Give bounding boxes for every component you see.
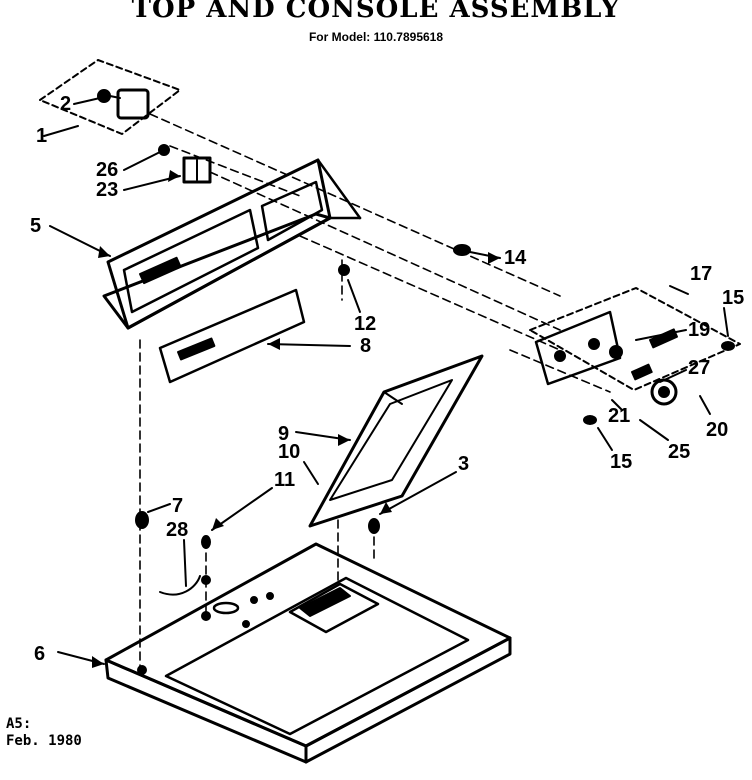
callout-10: 10 [278, 441, 300, 463]
callout-19: 19 [688, 319, 710, 341]
part-28-clip [201, 575, 211, 585]
part-26-screw [158, 144, 170, 156]
callout-1: 1 [36, 125, 47, 147]
part-7-plug [135, 511, 149, 529]
callout-8: 8 [360, 335, 371, 357]
model-line: For Model: 110.7895618 [308, 30, 444, 44]
page-title: TOP AND CONSOLE ASSEMBLY [131, 0, 621, 24]
part-15-screw-right [721, 341, 735, 351]
callout-9: 9 [278, 423, 289, 445]
part-17-assembly [529, 287, 741, 406]
part-28-spring [159, 575, 201, 596]
callout-15a: 15 [722, 287, 744, 309]
callout-2: 2 [60, 93, 71, 115]
part-1-switch [116, 88, 150, 120]
callout-28: 28 [166, 519, 188, 541]
part-23-group [158, 144, 212, 184]
part-2-screw [97, 89, 111, 103]
callout-17: 17 [690, 263, 712, 285]
callout-26: 26 [96, 159, 118, 181]
callout-7: 7 [172, 495, 183, 517]
part-2-shaft [109, 95, 121, 99]
callout-15b: 15 [610, 451, 632, 473]
part-23-bracket [182, 156, 212, 184]
callout-14: 14 [504, 247, 527, 269]
part-8-panel [158, 288, 306, 384]
callout-21: 21 [608, 405, 630, 427]
callout-11: 11 [274, 469, 295, 491]
part-15-screw-left [583, 415, 597, 425]
callout-labels: 1 2 26 23 5 14 12 8 17 15 19 27 20 21 25… [30, 93, 744, 665]
assembly-guide-lines [139, 113, 611, 671]
part-9-door [308, 354, 484, 528]
part-11-plug [201, 535, 211, 549]
footer-code: A5: [6, 716, 32, 732]
part-1-dashed-box [39, 59, 181, 135]
callout-25: 25 [668, 441, 690, 463]
footer-date: Feb. 1980 [6, 733, 82, 749]
callout-23: 23 [96, 179, 118, 201]
part-3-plug [368, 518, 380, 534]
part-5-console [102, 158, 362, 330]
callout-20: 20 [706, 419, 728, 441]
part-12-clip [338, 264, 350, 276]
callout-5: 5 [30, 215, 41, 237]
callout-6: 6 [34, 643, 45, 665]
footer-block: A5: Feb. 1980 [6, 716, 82, 750]
leader-arrowheads [92, 170, 500, 668]
callout-3: 3 [458, 453, 469, 475]
callout-27: 27 [688, 357, 710, 379]
part-1-group [39, 59, 181, 135]
callout-12: 12 [354, 313, 376, 335]
part-6-top [104, 542, 512, 764]
